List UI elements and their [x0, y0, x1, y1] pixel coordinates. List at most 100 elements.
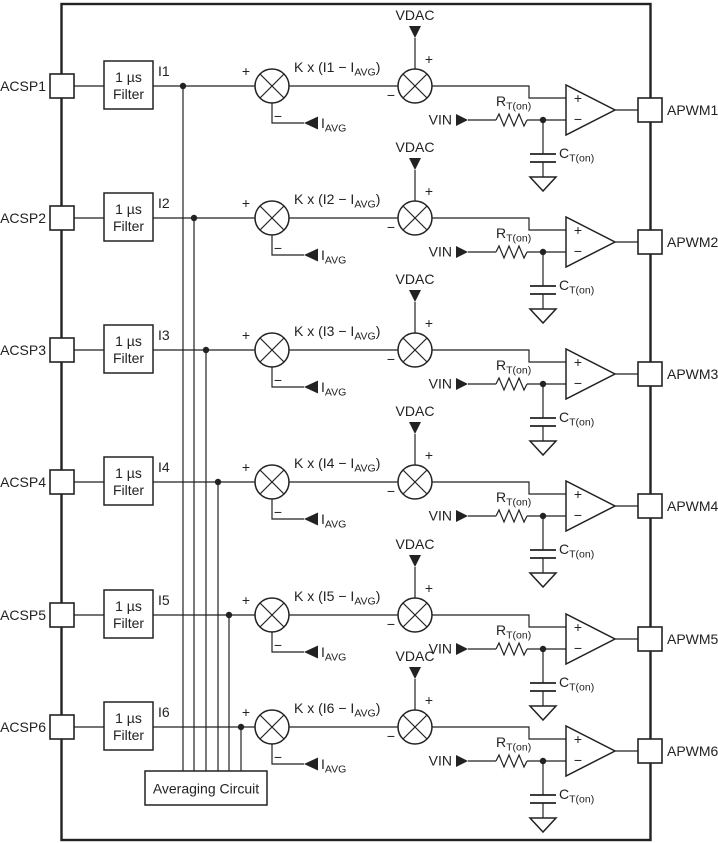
plus-sign: + [425, 315, 433, 331]
comparator [565, 83, 617, 137]
apwm-pin [637, 361, 663, 387]
multiplier-cross [259, 205, 285, 231]
averaging-circuit-label: Averaging Circuit [153, 781, 259, 797]
channel-row-5: ACSP5 1 µs Filter I5 + − IAVG K x (I5 − … [0, 536, 718, 722]
acsp-pin [49, 602, 75, 628]
ground-icon [528, 176, 558, 193]
multiplier-cross [402, 73, 428, 99]
iavg-label: IAVG [321, 115, 346, 135]
filter-label-line2: Filter [113, 615, 144, 631]
vdac-arrow-icon [409, 667, 421, 679]
filter-box [103, 60, 154, 110]
acsp-pin-label: ACSP4 [0, 474, 46, 490]
vdac-label: VDAC [396, 648, 435, 664]
filter-label-line1: 1 µs [115, 465, 142, 481]
acsp-pin [49, 73, 75, 99]
wire [271, 235, 304, 256]
comparator [565, 479, 617, 533]
current-label: I3 [158, 327, 170, 343]
rton-label: RT(on) [496, 622, 531, 642]
filter-label-line2: Filter [113, 482, 144, 498]
minus-sign: − [274, 240, 282, 256]
cton-label: CT(on) [559, 277, 594, 297]
acsp-pin [49, 337, 75, 363]
vdac-label: VDAC [396, 536, 435, 552]
vdac-label: VDAC [396, 7, 435, 23]
iavg-arrow-icon [304, 645, 318, 659]
minus-sign: − [274, 749, 282, 765]
current-label: I4 [158, 459, 170, 475]
apwm-pin [637, 738, 663, 764]
wire [432, 726, 566, 740]
k-expression-label: K x (I5 − IAVG) [294, 588, 380, 608]
vdac-arrow-icon [409, 422, 421, 434]
minus-sign: − [274, 372, 282, 388]
current-label: I5 [158, 592, 170, 608]
iavg-arrow-icon [304, 380, 318, 394]
iavg-arrow-icon [304, 248, 318, 262]
plus-sign: + [425, 447, 433, 463]
plus-sign: + [574, 486, 582, 502]
filter-label-line1: 1 µs [115, 710, 142, 726]
filter-box [103, 589, 154, 639]
wire [432, 217, 566, 231]
iavg-arrow-icon [304, 757, 318, 771]
wire [271, 632, 304, 653]
vin-label: VIN [429, 244, 452, 260]
iavg-arrow-icon [304, 116, 318, 130]
acsp-pin-label: ACSP6 [0, 719, 46, 735]
plus-sign: + [574, 619, 582, 635]
minus-sign: − [574, 752, 582, 768]
apwm-pin [637, 97, 663, 123]
averaging-circuit-box [144, 770, 268, 806]
resistor [495, 244, 528, 260]
channel-row-6: ACSP6 1 µs Filter I6 + − IAVG K x (I6 − … [0, 648, 718, 834]
resistor [495, 376, 528, 392]
apwm-pin-label: APWM4 [667, 498, 718, 514]
apwm-pin-label: APWM1 [667, 102, 718, 118]
minus-sign: − [387, 87, 395, 103]
filter-label-line2: Filter [113, 350, 144, 366]
acsp-pin-label: ACSP5 [0, 607, 46, 623]
vdac-arrow-icon [409, 290, 421, 302]
plus-sign: + [242, 195, 250, 211]
rton-label: RT(on) [496, 489, 531, 509]
vin-label: VIN [429, 508, 452, 524]
ground-icon [528, 817, 558, 834]
vdac-arrow-icon [409, 555, 421, 567]
resistor [495, 508, 528, 524]
vin-arrow-icon [456, 510, 468, 522]
rton-label: RT(on) [496, 734, 531, 754]
vin-label: VIN [429, 376, 452, 392]
plus-sign: + [574, 731, 582, 747]
apwm-pin-label: APWM3 [667, 366, 718, 382]
acsp-pin [49, 714, 75, 740]
plus-sign: + [242, 592, 250, 608]
acsp-pin-label: ACSP1 [0, 78, 46, 94]
minus-sign: − [574, 375, 582, 391]
channel-row-1: ACSP1 1 µs Filter I1 + − IAVG K x (I1 − … [0, 7, 718, 193]
ground-icon [528, 308, 558, 325]
iavg-label: IAVG [321, 247, 346, 267]
vin-label: VIN [429, 753, 452, 769]
rton-label: RT(on) [496, 93, 531, 113]
cton-label: CT(on) [559, 409, 594, 429]
multiplier-cross [259, 714, 285, 740]
current-label: I6 [158, 704, 170, 720]
acsp-pin [49, 469, 75, 495]
rton-label: RT(on) [496, 357, 531, 377]
multiplier-cross [259, 337, 285, 363]
apwm-pin-label: APWM6 [667, 743, 718, 759]
plus-sign: + [242, 704, 250, 720]
wire [271, 744, 304, 765]
vdac-label: VDAC [396, 139, 435, 155]
plus-sign: + [574, 90, 582, 106]
iavg-label: IAVG [321, 511, 346, 531]
k-expression-label: K x (I4 − IAVG) [294, 455, 380, 475]
plus-sign: + [425, 183, 433, 199]
vin-arrow-icon [456, 755, 468, 767]
ic-border [60, 2, 652, 842]
apwm-pin-label: APWM5 [667, 631, 718, 647]
apwm-pin [637, 626, 663, 652]
